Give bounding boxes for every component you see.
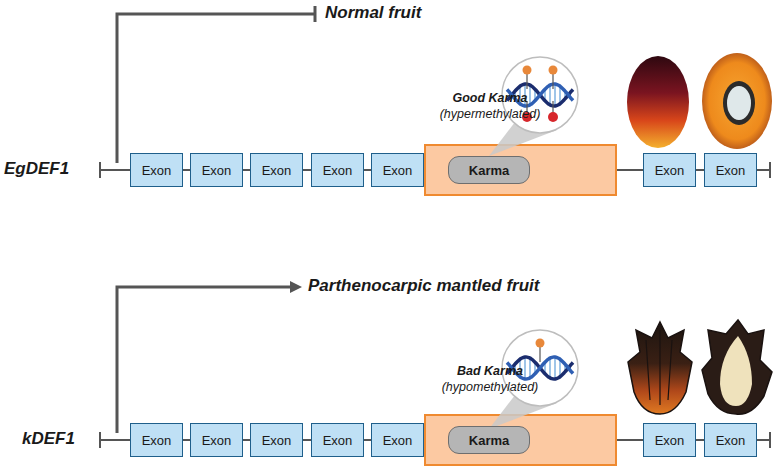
section-flesh [720, 336, 752, 406]
methylation-state: (hypermethylated) [420, 107, 560, 121]
exon-box: Exon [643, 423, 696, 457]
kernel-shell [723, 81, 755, 125]
exon-label: Exon [655, 163, 685, 178]
transposon-box: Karma [448, 426, 530, 454]
exon-box: Exon [250, 423, 303, 457]
methyl-stick [539, 346, 540, 362]
exon-box: Exon [311, 153, 364, 187]
exon-label: Exon [716, 433, 746, 448]
gene-end [769, 432, 771, 448]
exon-label: Exon [202, 163, 232, 178]
exon-box: Exon [250, 153, 303, 187]
exon-label: Exon [142, 433, 172, 448]
exon-label: Exon [655, 433, 685, 448]
allele-label: Bad Karma [420, 364, 560, 378]
exon-box: Exon [704, 153, 757, 187]
base-pair [554, 84, 556, 106]
base-pair [524, 357, 526, 379]
base-pair [529, 358, 531, 378]
exon-box: Exon [311, 423, 364, 457]
exon-label: Exon [383, 163, 413, 178]
intron-region [425, 145, 616, 195]
exon-label: Exon [323, 433, 353, 448]
methyl-group [536, 339, 545, 348]
transposon-name: Karma [469, 163, 509, 178]
arrow-head [290, 281, 302, 293]
repression-bar [314, 6, 317, 22]
base-pair [554, 357, 556, 379]
methylation-state: (hypomethylated) [420, 380, 560, 394]
fruit-section [702, 53, 772, 149]
exon-label: Exon [262, 163, 292, 178]
methyl-stick [552, 73, 553, 89]
exon-box: Exon [704, 423, 757, 457]
base-pair [529, 85, 531, 105]
methyl-group [549, 66, 558, 75]
exon-box: Exon [190, 153, 243, 187]
exon-box: Exon [130, 423, 183, 457]
exon-box: Exon [190, 423, 243, 457]
allele-label: Good Karma [420, 91, 560, 105]
transposon-box: Karma [448, 156, 530, 184]
base-pair [549, 85, 551, 105]
exon-box: Exon [643, 153, 696, 187]
promoter-arrow [117, 287, 292, 433]
exon-label: Exon [262, 433, 292, 448]
methyl-group [523, 66, 532, 75]
mantled-section [702, 320, 772, 414]
base-pair [549, 358, 551, 378]
kernel [727, 86, 751, 120]
transposon-name: Karma [469, 433, 509, 448]
exon-label: Exon [383, 433, 413, 448]
exon-box: Exon [371, 153, 424, 187]
exon-label: Exon [323, 163, 353, 178]
exon-label: Exon [202, 433, 232, 448]
intron-region [425, 415, 616, 465]
normal-fruit [627, 56, 689, 148]
exon-label: Exon [716, 163, 746, 178]
mantle-ridge [646, 330, 672, 405]
gene-end [99, 432, 101, 448]
exon-box: Exon [371, 423, 424, 457]
gene-end [769, 162, 771, 178]
promoter-arrow [117, 14, 315, 163]
gene-end [99, 162, 101, 178]
exon-label: Exon [142, 163, 172, 178]
gene-name: EgDEF1 [4, 159, 99, 179]
outcome-label: Parthenocarpic mantled fruit [308, 276, 628, 296]
mantled-fruit [628, 322, 692, 414]
outcome-label: Normal fruit [325, 3, 525, 23]
methyl-stick [526, 73, 527, 89]
methyl-group [548, 112, 558, 122]
exon-box: Exon [130, 153, 183, 187]
gene-name: kDEF1 [22, 429, 100, 449]
